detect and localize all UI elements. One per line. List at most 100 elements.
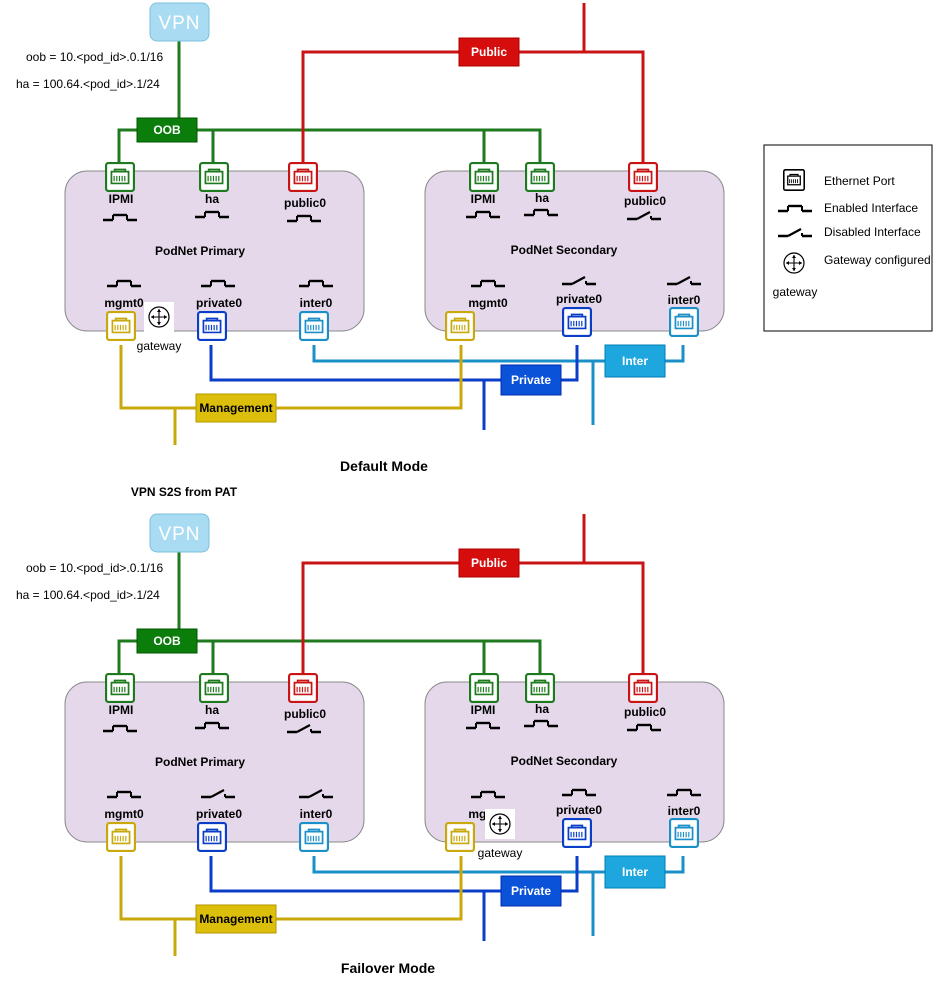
default-secondary-mgmt0-switch (471, 279, 505, 288)
default-primary-ha-port (199, 162, 229, 192)
failover-inter-tag: Inter (604, 855, 666, 889)
failover-management-tag-label: Management (199, 912, 272, 926)
failover-primary-ipmi-label: IPMI (109, 703, 134, 717)
default-secondary-inter0-port (669, 307, 699, 337)
default-private-tag-label: Private (511, 373, 551, 387)
default-primary-name: PodNet Primary (155, 244, 245, 258)
failover-primary-public0-label: public0 (284, 707, 326, 721)
failover-secondary-private0-switch (562, 788, 596, 797)
default-primary-private0-port (197, 311, 227, 341)
default-oob-bus (117, 128, 542, 165)
failover-primary-public0-port (288, 673, 318, 703)
failover-secondary-public0-switch (627, 723, 661, 732)
failover-secondary-ipmi-label: IPMI (471, 703, 496, 717)
failover-public-bus (301, 561, 645, 676)
default-oob-cidr: oob = 10.<pod_id>.0.1/16 (26, 50, 163, 64)
default-primary-public0-label: public0 (284, 196, 326, 210)
failover-public-tag-label: Public (471, 556, 507, 570)
default-secondary-inter0-switch (667, 276, 701, 286)
failover-primary-ha-label: ha (205, 703, 219, 717)
failover-secondary-ha-label: ha (535, 702, 549, 716)
failover-primary-public0-switch (287, 724, 321, 734)
default-inter-tag-label: Inter (622, 354, 648, 368)
legend-enabled-switch-icon (778, 204, 812, 213)
default-inter-bus (312, 345, 685, 363)
default-secondary-public0-port (628, 162, 658, 192)
default-management-bus (119, 345, 463, 410)
default-primary-ha-switch (195, 210, 229, 219)
default-primary-mgmt0-label: mgmt0 (104, 296, 144, 310)
default-private-bus (209, 345, 579, 382)
failover-public-tag: Public (458, 548, 520, 578)
failover-oob-tag-label: OOB (153, 634, 181, 648)
default-secondary-mgmt0-label: mgmt0 (468, 296, 508, 310)
legend-disabled-label: Disabled Interface (824, 225, 921, 239)
default-public-tag-label: Public (471, 45, 507, 59)
failover-primary-ipmi-switch (103, 724, 137, 733)
default-primary-mgmt0-port (106, 311, 136, 341)
default-ha-cidr: ha = 100.64.<pod_id>.1/24 (16, 77, 160, 91)
failover-primary-inter0-label: inter0 (300, 807, 333, 821)
default-primary-ipmi-switch (103, 213, 137, 222)
legend-disabled-switch-icon (778, 228, 812, 238)
failover-primary-mgmt0-label: mgmt0 (104, 807, 144, 821)
failover-secondary-ha-switch (524, 719, 558, 728)
default-primary-public0-port (288, 162, 318, 192)
default-secondary-mgmt0-port (445, 311, 475, 341)
failover-secondary-inter0-label: inter0 (668, 804, 701, 818)
default-mode-title: Default Mode (340, 458, 428, 474)
default-management-tag-label: Management (199, 401, 272, 415)
legend-ethernet-label: Ethernet Port (824, 174, 895, 188)
default-secondary-public0-switch (627, 211, 661, 221)
legend-ethernet-icon (783, 169, 805, 191)
default-secondary-inter0-label: inter0 (668, 293, 701, 307)
failover-management-bus (119, 856, 463, 921)
failover-mode-title: Failover Mode (341, 960, 435, 976)
failover-ha-cidr: ha = 100.64.<pod_id>.1/24 (16, 588, 160, 602)
failover-primary-ha-port (199, 673, 229, 703)
default-primary-gateway-icon (144, 302, 174, 332)
default-secondary-ipmi-label: IPMI (471, 192, 496, 206)
default-management-tag: Management (195, 393, 277, 423)
failover-secondary-mgmt0-port (445, 822, 475, 852)
default-primary-public0-switch (287, 214, 321, 223)
failover-secondary-inter0-switch (667, 788, 701, 797)
failover-secondary-inter0-port (669, 818, 699, 848)
failover-secondary-ipmi-port (469, 673, 499, 703)
default-oob-tag-label: OOB (153, 123, 181, 137)
default-primary-ha-label: ha (205, 192, 219, 206)
failover-secondary-public0-label: public0 (624, 705, 666, 719)
failover-secondary-private0-label: private0 (556, 803, 602, 817)
default-secondary-private0-label: private0 (556, 292, 602, 306)
failover-secondary-mgmt0-switch (471, 790, 505, 799)
failover-inter-bus (312, 856, 685, 874)
default-private-tag: Private (500, 364, 562, 396)
failover-primary-mgmt0-switch (107, 790, 141, 799)
default-primary-inter0-switch (299, 279, 333, 288)
default-secondary-public0-label: public0 (624, 194, 666, 208)
failover-primary-mgmt0-port (106, 822, 136, 852)
default-primary-ipmi-port (105, 162, 135, 192)
default-vpn-box (149, 2, 210, 42)
failover-primary-private0-label: private0 (196, 807, 242, 821)
failover-gateway-label: gateway (478, 846, 523, 860)
failover-vpn-box (149, 513, 210, 553)
failover-vpn-label: VPN (158, 524, 200, 545)
failover-primary-ha-switch (195, 721, 229, 730)
default-public-bus (301, 50, 645, 165)
failover-secondary-public0-port (628, 673, 658, 703)
failover-management-tag: Management (195, 904, 277, 934)
failover-private-bus (209, 856, 579, 893)
failover-primary-inter0-port (299, 822, 329, 852)
default-secondary-private0-switch (562, 276, 596, 286)
default-secondary-ipmi-switch (466, 210, 500, 219)
default-secondary-ha-switch (524, 208, 558, 217)
default-public-tag: Public (458, 37, 520, 67)
default-secondary-ha-label: ha (535, 191, 549, 205)
legend-gateway-icon (779, 248, 809, 278)
default-primary-inter0-label: inter0 (300, 296, 333, 310)
failover-private-tag-label: Private (511, 884, 551, 898)
failover-secondary-gateway-icon (485, 809, 515, 839)
default-secondary-ha-port (525, 162, 555, 192)
